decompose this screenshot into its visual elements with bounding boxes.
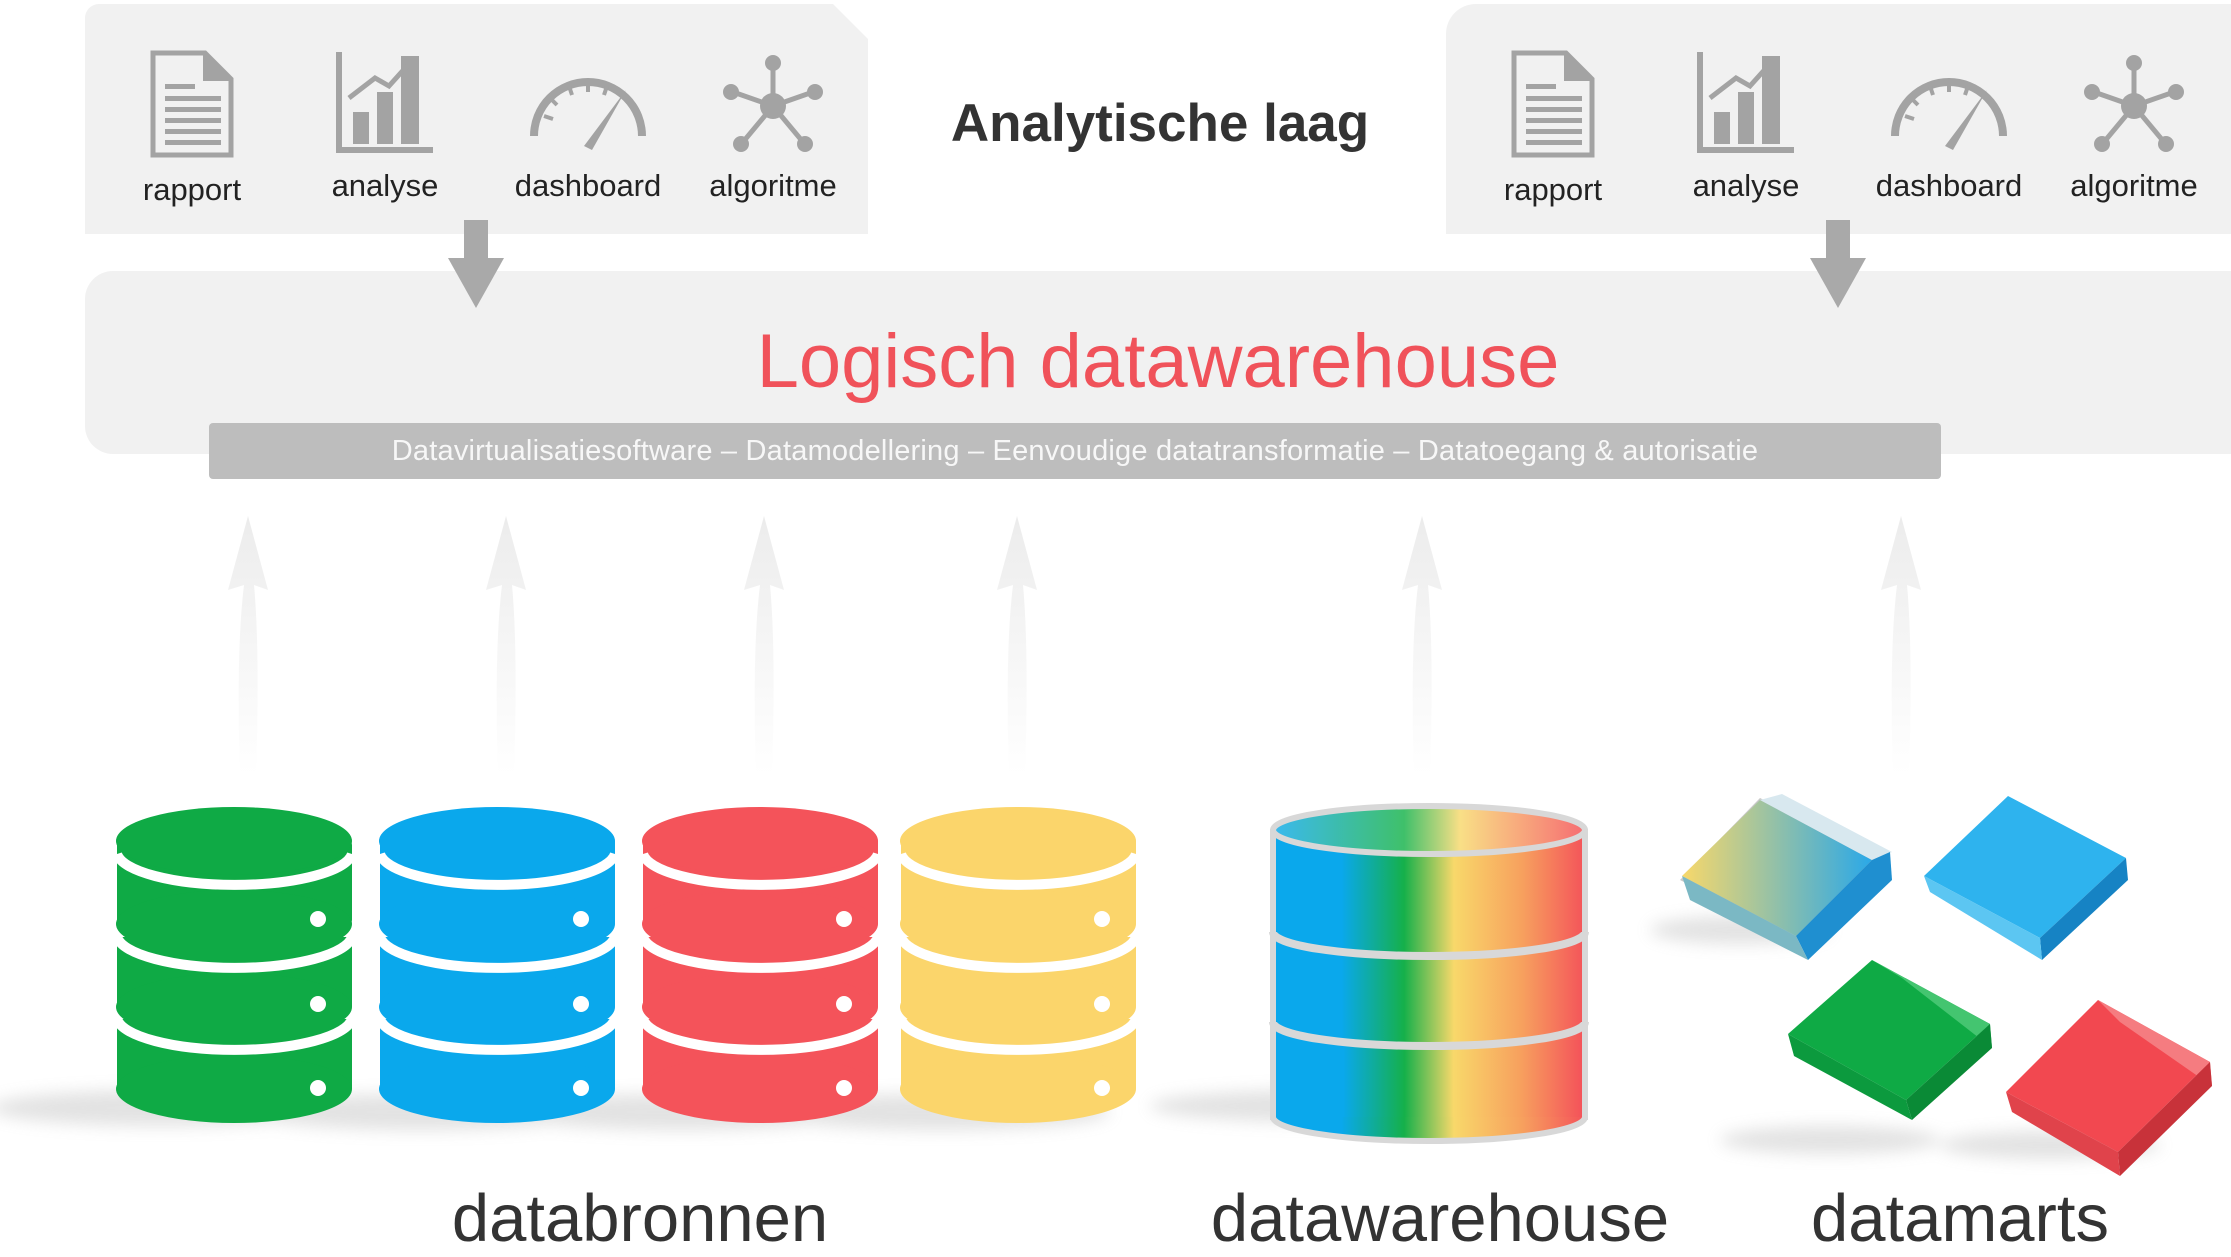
tool-analyse-left[interactable]: analyse bbox=[300, 50, 470, 204]
tool-algoritme-left[interactable]: algoritme bbox=[688, 54, 858, 204]
network-node-icon bbox=[2084, 55, 2184, 152]
databronnen-label: databronnen bbox=[451, 1181, 829, 1256]
arrow-up-source-2 bbox=[486, 516, 526, 775]
bar-chart-icon bbox=[1697, 52, 1794, 153]
tool-label: dashboard bbox=[1875, 168, 2023, 203]
arrow-down-right bbox=[1810, 220, 1866, 308]
tool-label: analyse bbox=[331, 168, 439, 203]
database-blue bbox=[375, 807, 620, 1123]
database-yellow bbox=[896, 807, 1141, 1123]
tool-rapport-right[interactable]: rapport bbox=[1468, 50, 1638, 208]
tool-label: analyse bbox=[1692, 168, 1800, 203]
tool-label: rapport bbox=[1503, 172, 1603, 207]
analytics-layer-title: Analytische laag bbox=[950, 94, 1370, 153]
datamart-cube-red bbox=[2006, 1000, 2212, 1176]
report-document-icon bbox=[150, 50, 234, 158]
tool-label: algoritme bbox=[2070, 168, 2198, 203]
datamart-cube-green bbox=[1788, 960, 1992, 1120]
report-document-icon bbox=[1511, 50, 1595, 158]
tool-label: algoritme bbox=[709, 168, 837, 203]
arrow-up-dwh bbox=[1402, 516, 1442, 775]
gauge-icon bbox=[530, 78, 646, 150]
arrow-up-source-3 bbox=[744, 516, 784, 775]
database-red bbox=[638, 807, 883, 1123]
tool-algoritme-right[interactable]: algoritme bbox=[2049, 54, 2219, 204]
database-green bbox=[112, 807, 357, 1123]
network-node-icon bbox=[723, 55, 823, 152]
datamarts-label: datamarts bbox=[1811, 1181, 2109, 1256]
arrow-up-datamarts bbox=[1881, 516, 1921, 775]
tool-rapport-left[interactable]: rapport bbox=[107, 50, 277, 208]
bar-chart-icon bbox=[336, 52, 433, 153]
tool-dashboard-left[interactable]: dashboard bbox=[503, 60, 673, 204]
dwh-components-strip: Datavirtualisatiesoftware – Datamodeller… bbox=[209, 423, 1941, 479]
arrow-up-source-1 bbox=[228, 516, 268, 775]
datamart-cube-mixed bbox=[1680, 794, 1892, 960]
arrow-up-source-4 bbox=[997, 516, 1037, 775]
arrow-down-left bbox=[448, 220, 504, 308]
logical-dwh-title: Logisch datawarehouse bbox=[756, 319, 1560, 404]
gauge-icon bbox=[1891, 78, 2007, 150]
tool-dashboard-right[interactable]: dashboard bbox=[1864, 60, 2034, 204]
datamart-cube-blue bbox=[1924, 796, 2128, 960]
tool-label: dashboard bbox=[514, 168, 662, 203]
datawarehouse-cylinder bbox=[1269, 803, 1589, 1144]
datawarehouse-label: datawarehouse bbox=[1210, 1181, 1670, 1256]
tool-label: rapport bbox=[142, 172, 242, 207]
tool-analyse-right[interactable]: analyse bbox=[1661, 50, 1831, 204]
